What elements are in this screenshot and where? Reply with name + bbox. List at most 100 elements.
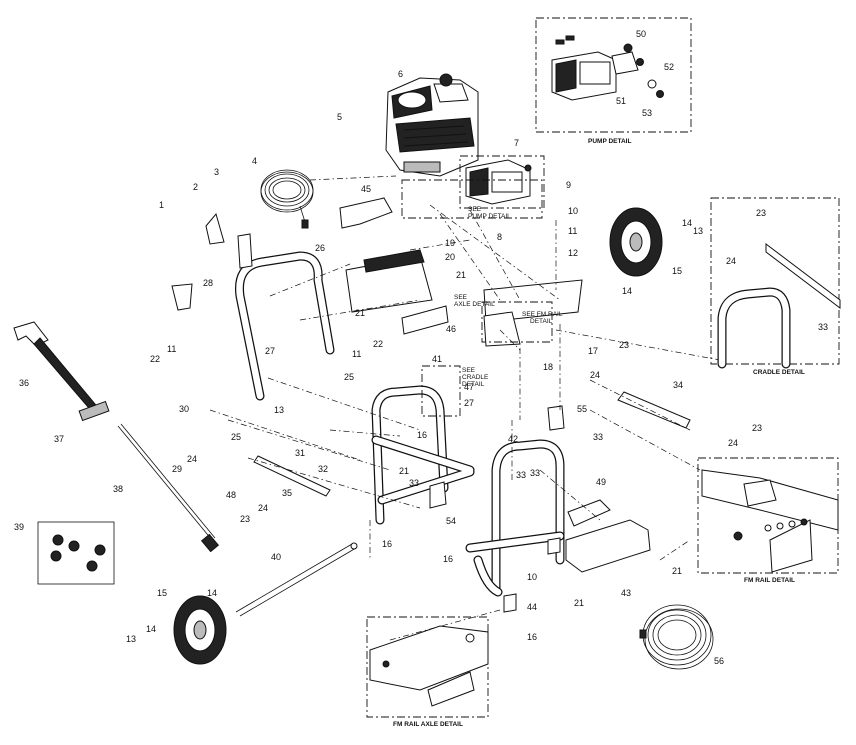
svg-text:SEE: SEE [462,367,476,374]
callout: 55 [577,404,587,414]
callout: 39 [14,522,24,532]
callout: 27 [265,346,275,356]
svg-text:CRADLE: CRADLE [462,374,489,381]
callout: 27 [464,398,474,408]
axle-icon [235,542,358,617]
callout: 23 [240,514,250,524]
callout: 21 [672,566,682,576]
hose-icon [260,169,314,229]
cradle-detail-sketch [717,242,841,369]
see-axle-ref: SEE AXLE DETAIL [454,294,495,308]
handle-frame-icon [234,251,335,401]
callout: 23 [756,208,766,218]
callout: 15 [672,266,682,276]
callout: 41 [432,354,442,364]
callout: 16 [527,632,537,642]
callout: 40 [271,552,281,562]
wheel-left-icon [173,595,227,665]
callout: 14 [622,286,632,296]
callout: 28 [203,278,213,288]
callout: 47 [464,382,474,392]
callout: 48 [226,490,236,500]
see-fm-rail-ref: SEE FM RAIL DETAIL [522,311,563,325]
callout: 33 [409,478,419,488]
main-frame-icon [371,385,565,597]
fm-rail-axle-detail-box: FM RAIL AXLE DETAIL [366,616,489,728]
lance-icon [117,423,220,553]
fm-rail-axle-detail-sketch [369,625,489,707]
callout: 36 [19,378,29,388]
cradle-detail-caption: CRADLE DETAIL [753,369,805,376]
callout: 16 [382,539,392,549]
callout: 32 [318,464,328,474]
callout: 14 [682,218,692,228]
callout-numbers: 1 2 3 4 5 6 7 8 9 10 10 11 11 11 12 13 1… [14,29,828,666]
callout: 45 [361,184,371,194]
callout: 6 [398,69,403,79]
callout: 22 [373,339,383,349]
callout: 7 [514,138,519,148]
spray-gun-icon [13,321,110,422]
pump-detail-box: PUMP DETAIL [535,17,692,145]
callout: 14 [146,624,156,634]
callout: 10 [527,572,537,582]
callout: 44 [527,602,537,612]
callout: 15 [157,588,167,598]
see-cradle-ref: SEE CRADLE DETAIL [462,367,489,388]
callout: 37 [54,434,64,444]
callout: 16 [443,554,453,564]
callout: 46 [446,324,456,334]
callout: 17 [588,346,598,356]
callout: 12 [568,248,578,258]
nozzle-tips-icon [37,521,115,585]
callout: 38 [113,484,123,494]
callout: 42 [508,434,518,444]
svg-text:SEE: SEE [468,206,482,213]
callout: 13 [693,226,703,236]
cradle-detail-box: CRADLE DETAIL [710,197,840,376]
callout: 5 [337,112,342,122]
callout: 30 [179,404,189,414]
svg-text:SEE: SEE [454,294,468,301]
callout: 33 [530,468,540,478]
callout: 26 [315,243,325,253]
engine-icon [385,73,479,177]
callout: 49 [596,477,606,487]
callout: 23 [619,340,629,350]
callout: 10 [568,206,578,216]
callout: 35 [282,488,292,498]
callout: 22 [150,354,160,364]
callout: 25 [231,432,241,442]
callout: 16 [417,430,427,440]
callout: 43 [621,588,631,598]
callout: 13 [126,634,136,644]
callout: 24 [187,454,197,464]
svg-text:SEE FM RAIL: SEE FM RAIL [522,311,563,318]
callout: 2 [193,182,198,192]
svg-text:DETAIL: DETAIL [462,381,485,388]
fm-rail-axle-detail-caption: FM RAIL AXLE DETAIL [393,721,463,728]
callout: 24 [728,438,738,448]
callout: 52 [664,62,674,72]
callout: 29 [172,464,182,474]
fm-rail-detail-caption: FM RAIL DETAIL [744,577,795,584]
callout: 14 [207,588,217,598]
callout: 3 [214,167,219,177]
callout: 54 [446,516,456,526]
callout: 18 [543,362,553,372]
callout: 33 [593,432,603,442]
svg-text:PUMP DETAIL: PUMP DETAIL [468,213,511,220]
callout: 21 [574,598,584,608]
callout: 11 [568,226,577,236]
svg-text:AXLE DETAIL: AXLE DETAIL [454,301,495,308]
callout: 11 [352,349,361,359]
callout: 33 [516,470,526,480]
callout: 24 [590,370,600,380]
hose-coil-icon [639,604,714,670]
callout: 34 [673,380,683,390]
callout: 13 [274,405,284,415]
callout: 8 [497,232,502,242]
svg-text:DETAIL: DETAIL [530,318,553,325]
callout: 21 [355,308,365,318]
